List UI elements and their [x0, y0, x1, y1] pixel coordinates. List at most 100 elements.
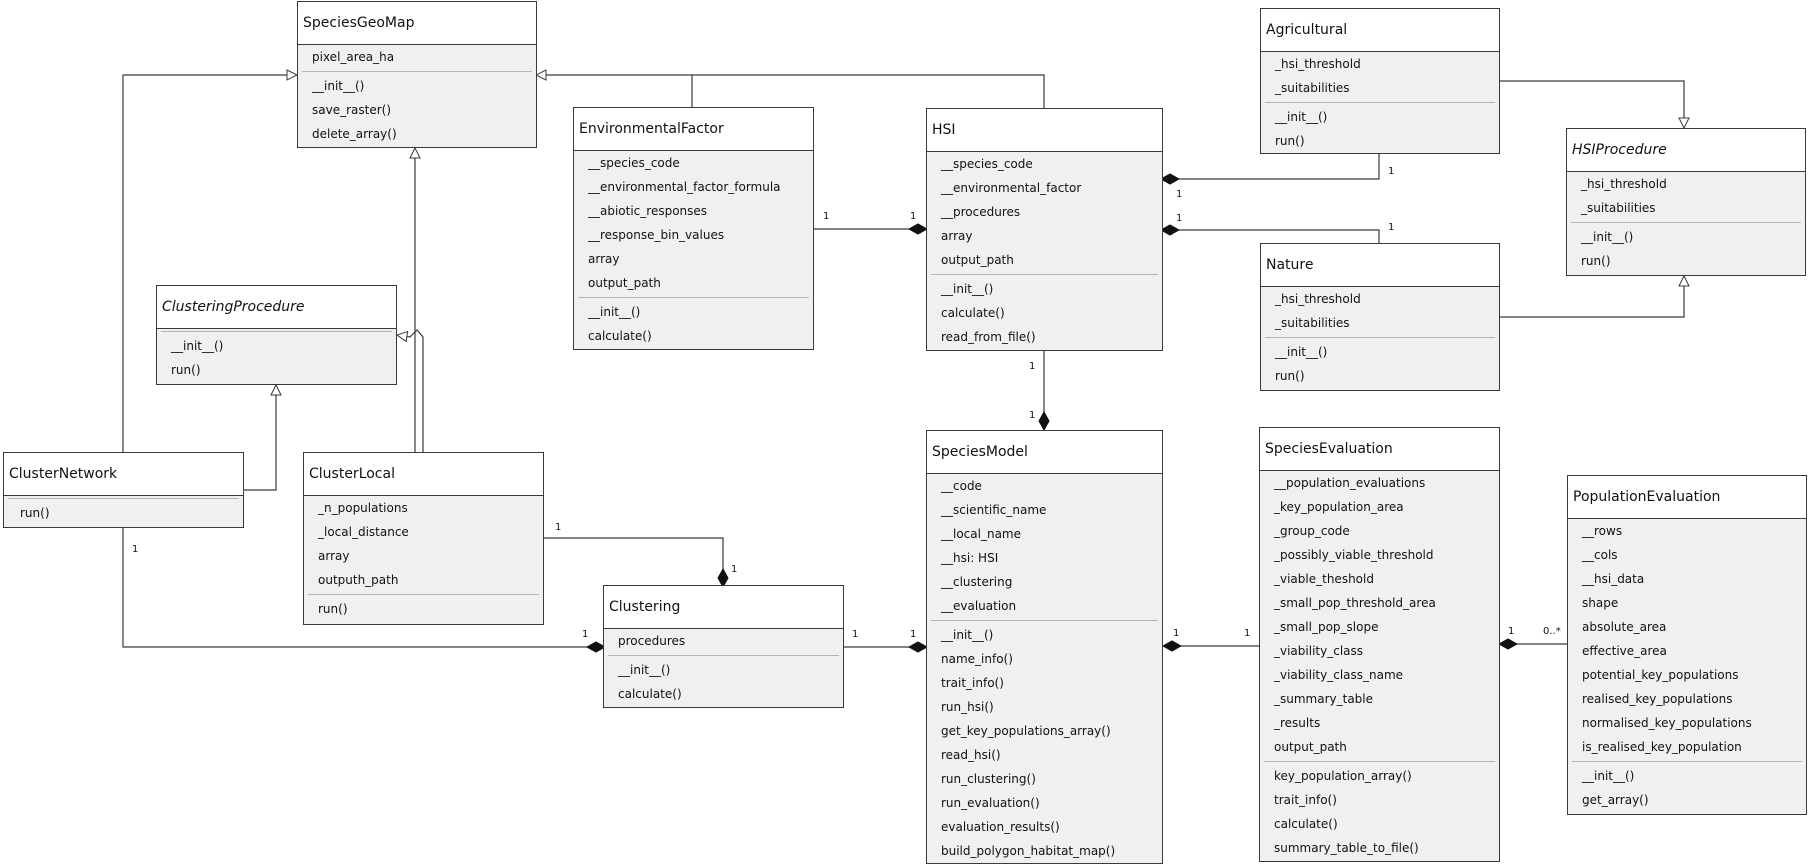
class-header: ClusterNetwork [4, 453, 243, 496]
method: trait_info() [1274, 793, 1337, 807]
method: summary_table_to_file() [1274, 841, 1419, 855]
class-nature[interactable]: Nature _hsi_threshold _suitabilities __i… [1260, 243, 1500, 391]
method: read_hsi() [941, 748, 1001, 762]
class-clusteringprocedure[interactable]: ClusteringProcedure __init__() run() [156, 285, 397, 385]
class-header: Clustering [604, 586, 843, 629]
attribute: _key_population_area [1274, 500, 1404, 514]
edge-agricultural-to-hsi [1161, 153, 1380, 179]
attribute: pixel_area_ha [312, 50, 395, 64]
edge-clusternetwork-to-speciesgeomap [122, 75, 297, 452]
mult-ef-hsi-dst: 1 [910, 211, 916, 222]
method: run_hsi() [941, 700, 994, 714]
mult-hsi-sm-dst: 1 [1029, 410, 1035, 421]
attribute: _hsi_threshold [1581, 177, 1667, 191]
class-header: ClusteringProcedure [157, 286, 396, 329]
mult-se-sm-dst: 1 [1173, 628, 1179, 639]
class-header: Agricultural [1261, 9, 1499, 52]
attribute: __clustering [941, 575, 1013, 589]
attribute: _summary_table [1274, 692, 1374, 706]
attribute: _small_pop_slope [1274, 620, 1379, 634]
class-speciesmodel[interactable]: SpeciesModel __code __scientific_name __… [926, 430, 1163, 864]
attribute: __scientific_name [941, 503, 1047, 517]
attribute: _results [1274, 716, 1321, 730]
method: run() [1275, 134, 1305, 148]
method: __init__() [171, 339, 224, 353]
class-hsiprocedure[interactable]: HSIProcedure _hsi_threshold _suitabiliti… [1566, 128, 1806, 276]
mult-clustering-sm-src: 1 [852, 629, 858, 640]
class-clustering[interactable]: Clustering procedures __init__() calcula… [603, 585, 844, 708]
mult-se-sm-src: 1 [1244, 628, 1250, 639]
attribute: __evaluation [941, 599, 1017, 613]
mult-cn-clustering-src: 1 [132, 544, 138, 555]
attribute: shape [1582, 596, 1619, 610]
method: calculate() [941, 306, 1005, 320]
class-clusternetwork[interactable]: ClusterNetwork run() [3, 452, 244, 528]
class-header: SpeciesModel [927, 431, 1162, 474]
method: trait_info() [941, 676, 1004, 690]
method: __init__() [618, 663, 671, 677]
method: run() [171, 363, 201, 377]
compartment-divider [1571, 222, 1801, 223]
method: __init__() [941, 282, 994, 296]
attribute: _small_pop_threshold_area [1274, 596, 1436, 610]
method: __init__() [1275, 110, 1328, 124]
mult-clustering-sm-dst: 1 [910, 629, 916, 640]
method: __init__() [1275, 345, 1328, 359]
mult-pe-se-dst: 1 [1508, 626, 1514, 637]
attribute: _local_distance [318, 525, 409, 539]
class-environmentalfactor[interactable]: EnvironmentalFactor __species_code __env… [573, 107, 814, 350]
method: __init__() [312, 79, 365, 93]
class-header: Nature [1261, 244, 1499, 287]
method: __init__() [1582, 769, 1635, 783]
method: __init__() [1581, 230, 1634, 244]
attribute: _suitabilities [1581, 201, 1656, 215]
attribute: potential_key_populations [1582, 668, 1739, 682]
class-speciesgeomap[interactable]: SpeciesGeoMap pixel_area_ha __init__() s… [297, 1, 537, 148]
class-speciesevaluation[interactable]: SpeciesEvaluation __population_evaluatio… [1259, 427, 1500, 862]
mult-agri-hsi-src: 1 [1388, 166, 1394, 177]
mult-hsi-sm-src: 1 [1029, 361, 1035, 372]
mult-cn-clustering-dst: 1 [582, 629, 588, 640]
attribute: _viability_class_name [1274, 668, 1404, 682]
mult-agri-hsi-dst: 1 [1176, 189, 1182, 200]
attribute: output_path [1274, 740, 1347, 754]
class-header: HSI [927, 109, 1162, 152]
attribute: __hsi_data [1582, 572, 1645, 586]
attribute: _viability_class [1274, 644, 1364, 658]
class-hsi[interactable]: HSI __species_code __environmental_facto… [926, 108, 1163, 351]
attribute: _n_populations [318, 501, 408, 515]
class-clusterlocal[interactable]: ClusterLocal _n_populations _local_dista… [303, 452, 544, 625]
attribute: __population_evaluations [1274, 476, 1426, 490]
attribute: __response_bin_values [588, 228, 725, 242]
method: calculate() [588, 329, 652, 343]
class-populationevaluation[interactable]: PopulationEvaluation __rows __cols __hsi… [1567, 475, 1807, 815]
compartment-divider [1264, 761, 1495, 762]
method: delete_array() [312, 127, 397, 141]
attribute: is_realised_key_population [1582, 740, 1742, 754]
attribute: array [588, 252, 620, 266]
mult-cl-clustering-src: 1 [555, 522, 561, 533]
compartment-divider [608, 655, 839, 656]
edge-clusterlocal-to-clustering [543, 537, 723, 587]
attribute: procedures [618, 634, 686, 648]
compartment-divider [1572, 761, 1802, 762]
edge-nature-to-hsiprocedure [1499, 276, 1684, 318]
method: run() [1275, 369, 1305, 383]
class-agricultural[interactable]: Agricultural _hsi_threshold _suitabiliti… [1260, 8, 1500, 154]
attribute: __environmental_factor_formula [588, 180, 781, 194]
class-header: HSIProcedure [1567, 129, 1805, 172]
method: run_evaluation() [941, 796, 1040, 810]
attribute: _viable_theshold [1274, 572, 1374, 586]
class-header: SpeciesEvaluation [1260, 428, 1499, 471]
attribute: array [941, 229, 973, 243]
attribute: _suitabilities [1275, 316, 1350, 330]
method: evaluation_results() [941, 820, 1060, 834]
method: run_clustering() [941, 772, 1036, 786]
attribute: __species_code [941, 157, 1033, 171]
edge-clusternetwork-to-clusteringprocedure [243, 385, 276, 491]
method: save_raster() [312, 103, 392, 117]
method: name_info() [941, 652, 1013, 666]
edge-clusternetwork-to-clustering [122, 527, 605, 647]
method: read_from_file() [941, 330, 1036, 344]
method: run() [1581, 254, 1611, 268]
